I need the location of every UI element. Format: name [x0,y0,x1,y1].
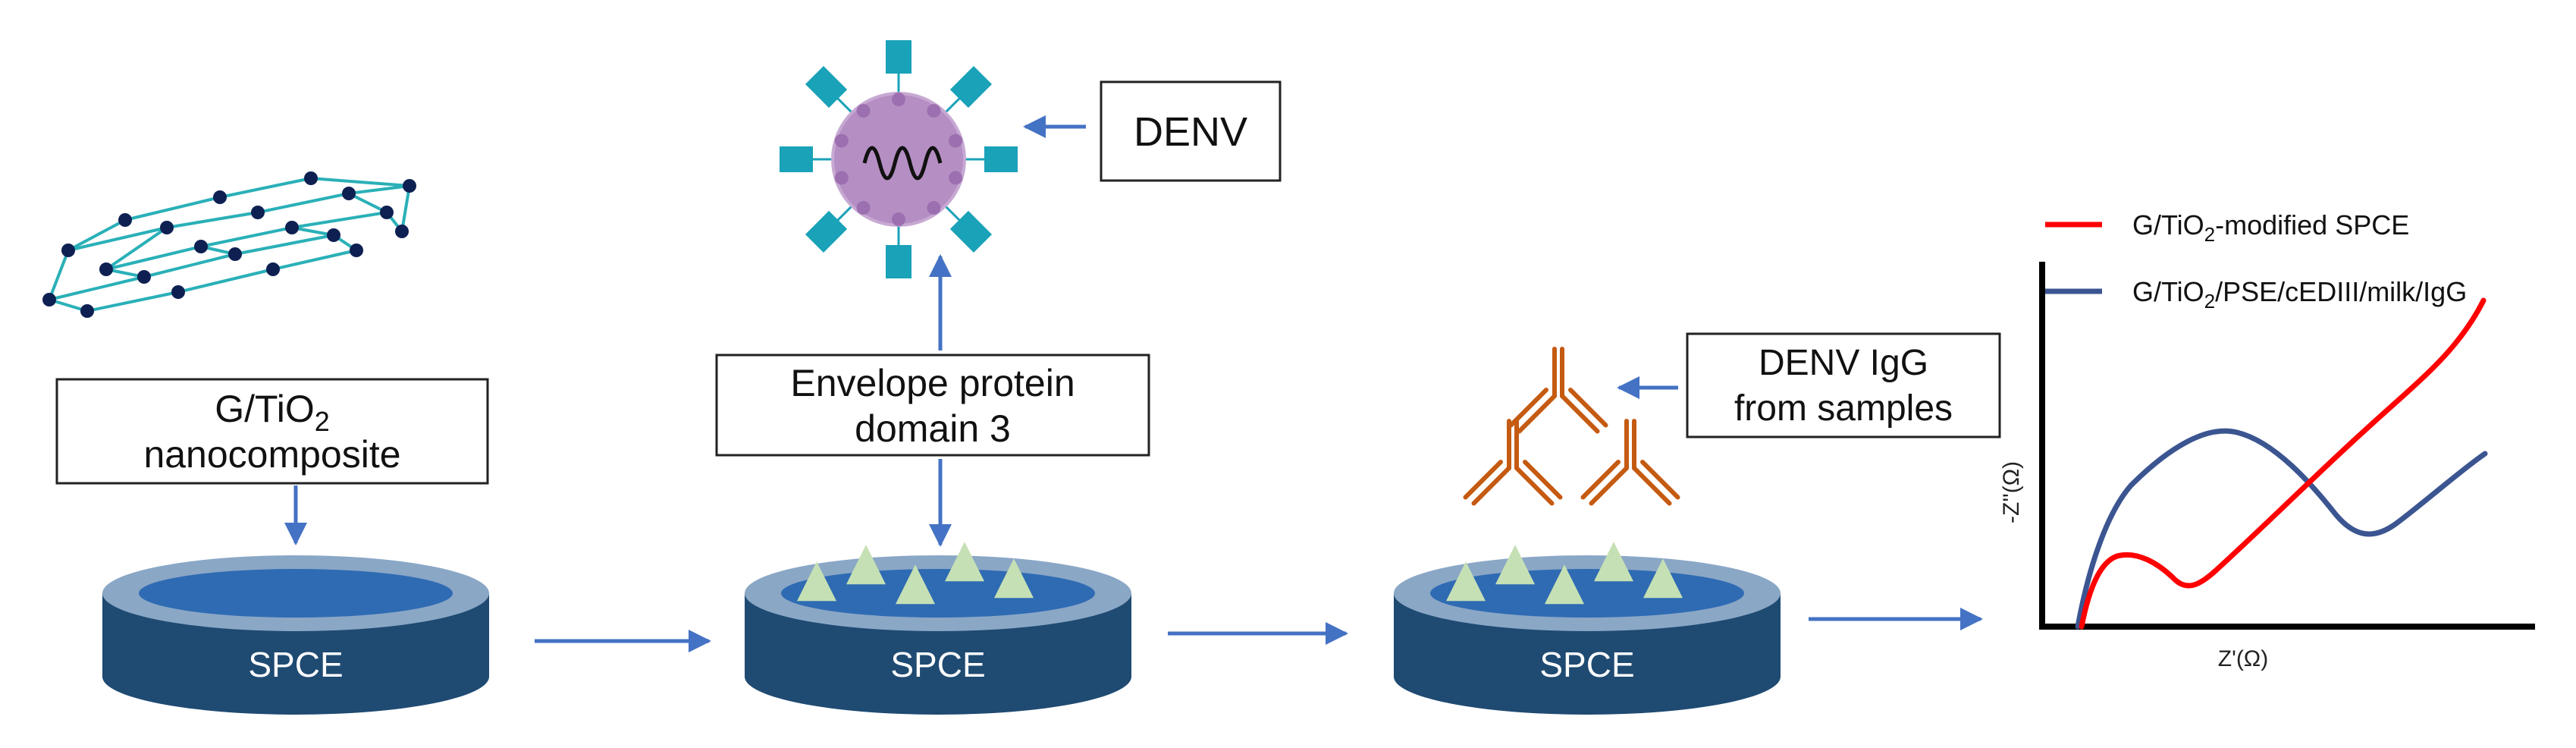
antigen-icon [797,561,836,602]
antigen-icon [1643,558,1683,599]
antigen-icon [1495,545,1535,585]
antigen-icon [1545,564,1584,605]
spce-electrode-3: SPCE [1394,542,1781,715]
graphene-icon [42,171,416,318]
svg-text:nanocomposite: nanocomposite [143,433,400,476]
svg-text:domain 3: domain 3 [855,407,1011,450]
spce-electrode-2: SPCE [745,542,1131,715]
series-blue-curve [2075,428,2488,630]
antigen-icon [1446,561,1486,602]
spce-label: SPCE [890,645,985,684]
spce-label: SPCE [1539,645,1634,684]
denv-label: DENV [1100,80,1282,182]
svg-text:Envelope protein: Envelope protein [790,362,1075,404]
x-axis-label: Z'(Ω) [2218,646,2268,671]
antibody-icon [1580,419,1680,506]
antibody-icon [1508,347,1608,434]
svg-text:DENV: DENV [1134,109,1247,155]
svg-text:DENV IgG: DENV IgG [1759,343,1928,383]
svg-text:from samples: from samples [1734,388,1953,429]
y-axis-label: -Z''(Ω) [1999,461,2024,523]
series-red-curve [2079,297,2487,630]
legend-item-1: G/TiO2-modified SPCE [2132,209,2409,246]
envelope-protein-label: Envelope protein domain 3 [715,354,1150,457]
igg-label: DENV IgG from samples [1686,332,2001,438]
antigen-icon [1594,542,1633,582]
antigen-icon [896,564,935,605]
spce-label: SPCE [248,645,343,684]
antigen-icon [994,558,1034,599]
svg-text:G/TiO2: G/TiO2 [215,388,330,437]
legend-item-2: G/TiO2/PSE/cEDIII/milk/IgG [2132,276,2467,313]
legend: G/TiO2-modified SPCE G/TiO2/PSE/cEDIII/m… [2045,209,2467,313]
nanocomposite-label: G/TiO2 nanocomposite [55,378,489,485]
virus-icon [780,40,1018,278]
antigen-icon [846,545,886,585]
nyquist-plot: G/TiO2-modified SPCE G/TiO2/PSE/cEDIII/m… [1999,209,2535,671]
antibody-icon [1463,419,1563,506]
spce-electrode-1: SPCE [102,555,489,715]
antigen-icon [945,542,984,582]
